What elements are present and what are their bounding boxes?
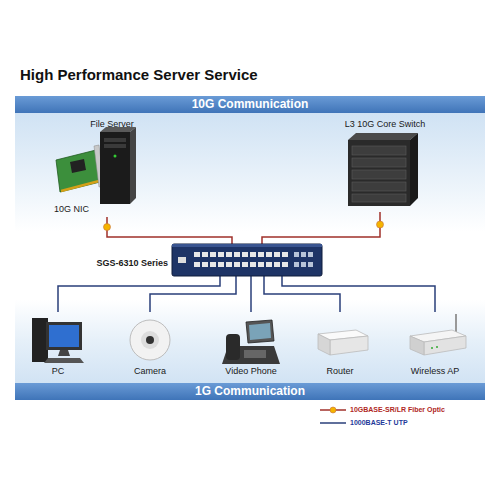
- rj45-port: [258, 252, 264, 257]
- band-region: 1G Communication PC Camera Video Phone Route…: [15, 300, 485, 400]
- legend-text: 1000BASE-T UTP: [350, 418, 408, 427]
- rj45-port: [250, 262, 256, 267]
- switch-node: SGS-6310 Series: [172, 244, 322, 276]
- fiber-marker: [377, 221, 384, 228]
- rj45-port: [218, 262, 224, 267]
- rj45-port: [194, 252, 200, 257]
- switch-bezel: [172, 244, 322, 247]
- band-header: 1G Communication: [15, 383, 485, 400]
- rj45-port: [226, 252, 232, 257]
- node-label: File Server: [77, 119, 147, 130]
- node-label: 10G NIC: [54, 204, 114, 215]
- rj45-port: [234, 262, 240, 267]
- rj45-port: [266, 252, 272, 257]
- rj45-port: [258, 262, 264, 267]
- diagram-title: High Performance Server Service: [20, 66, 258, 83]
- node-label: Camera: [120, 366, 180, 377]
- rj45-port: [234, 252, 240, 257]
- sfp-port: [294, 252, 299, 257]
- device-node: Router: [308, 312, 372, 378]
- rj45-port: [202, 262, 208, 267]
- sfp-port: [308, 262, 313, 267]
- rj45-port: [242, 262, 248, 267]
- rj45-port: [266, 262, 272, 267]
- rj45-port: [274, 252, 280, 257]
- utp-line-sample: [320, 422, 346, 424]
- sfp-port: [301, 262, 306, 267]
- node-label: Wireless AP: [400, 366, 470, 377]
- rj45-port: [282, 252, 288, 257]
- rj45-port: [274, 262, 280, 267]
- node-label: Router: [308, 366, 372, 377]
- rj45-port: [194, 262, 200, 267]
- node-label: PC: [30, 366, 86, 377]
- node-label: SGS-6310 Series: [96, 258, 168, 269]
- fiber-line-sample: [320, 409, 346, 411]
- console-port: [178, 257, 186, 263]
- device-node: Camera: [120, 312, 180, 378]
- rj45-port: [218, 252, 224, 257]
- rj45-port: [242, 252, 248, 257]
- band-header: 10G Communication: [15, 96, 485, 113]
- device-node: Wireless AP: [400, 312, 470, 378]
- device-node: PC: [30, 312, 86, 378]
- legend-text: 10GBASE-SR/LR Fiber Optic: [350, 405, 445, 414]
- rj45-port: [202, 252, 208, 257]
- rj45-port: [210, 262, 216, 267]
- utp-link: [250, 276, 252, 312]
- rj45-port: [210, 252, 216, 257]
- rj45-port: [250, 252, 256, 257]
- sfp-port: [294, 262, 299, 267]
- switch-body: [172, 244, 322, 276]
- server-node: File Server 10G NIC: [52, 117, 148, 217]
- switch-ports: [194, 252, 313, 267]
- sfp-port: [308, 252, 313, 257]
- node-label: L3 10G Core Switch: [330, 119, 440, 130]
- fiber-marker: [104, 224, 111, 231]
- fiber-marker-sample: [330, 407, 336, 413]
- device-node: Video Phone: [218, 312, 284, 378]
- switch-node: L3 10G Core Switch: [330, 117, 440, 212]
- band-region: 10G CommunicationFile Server 10G NIC L3 10…: [15, 96, 485, 232]
- sfp-port: [301, 252, 306, 257]
- rj45-port: [282, 262, 288, 267]
- rj45-port: [226, 262, 232, 267]
- node-label: Video Phone: [218, 366, 284, 377]
